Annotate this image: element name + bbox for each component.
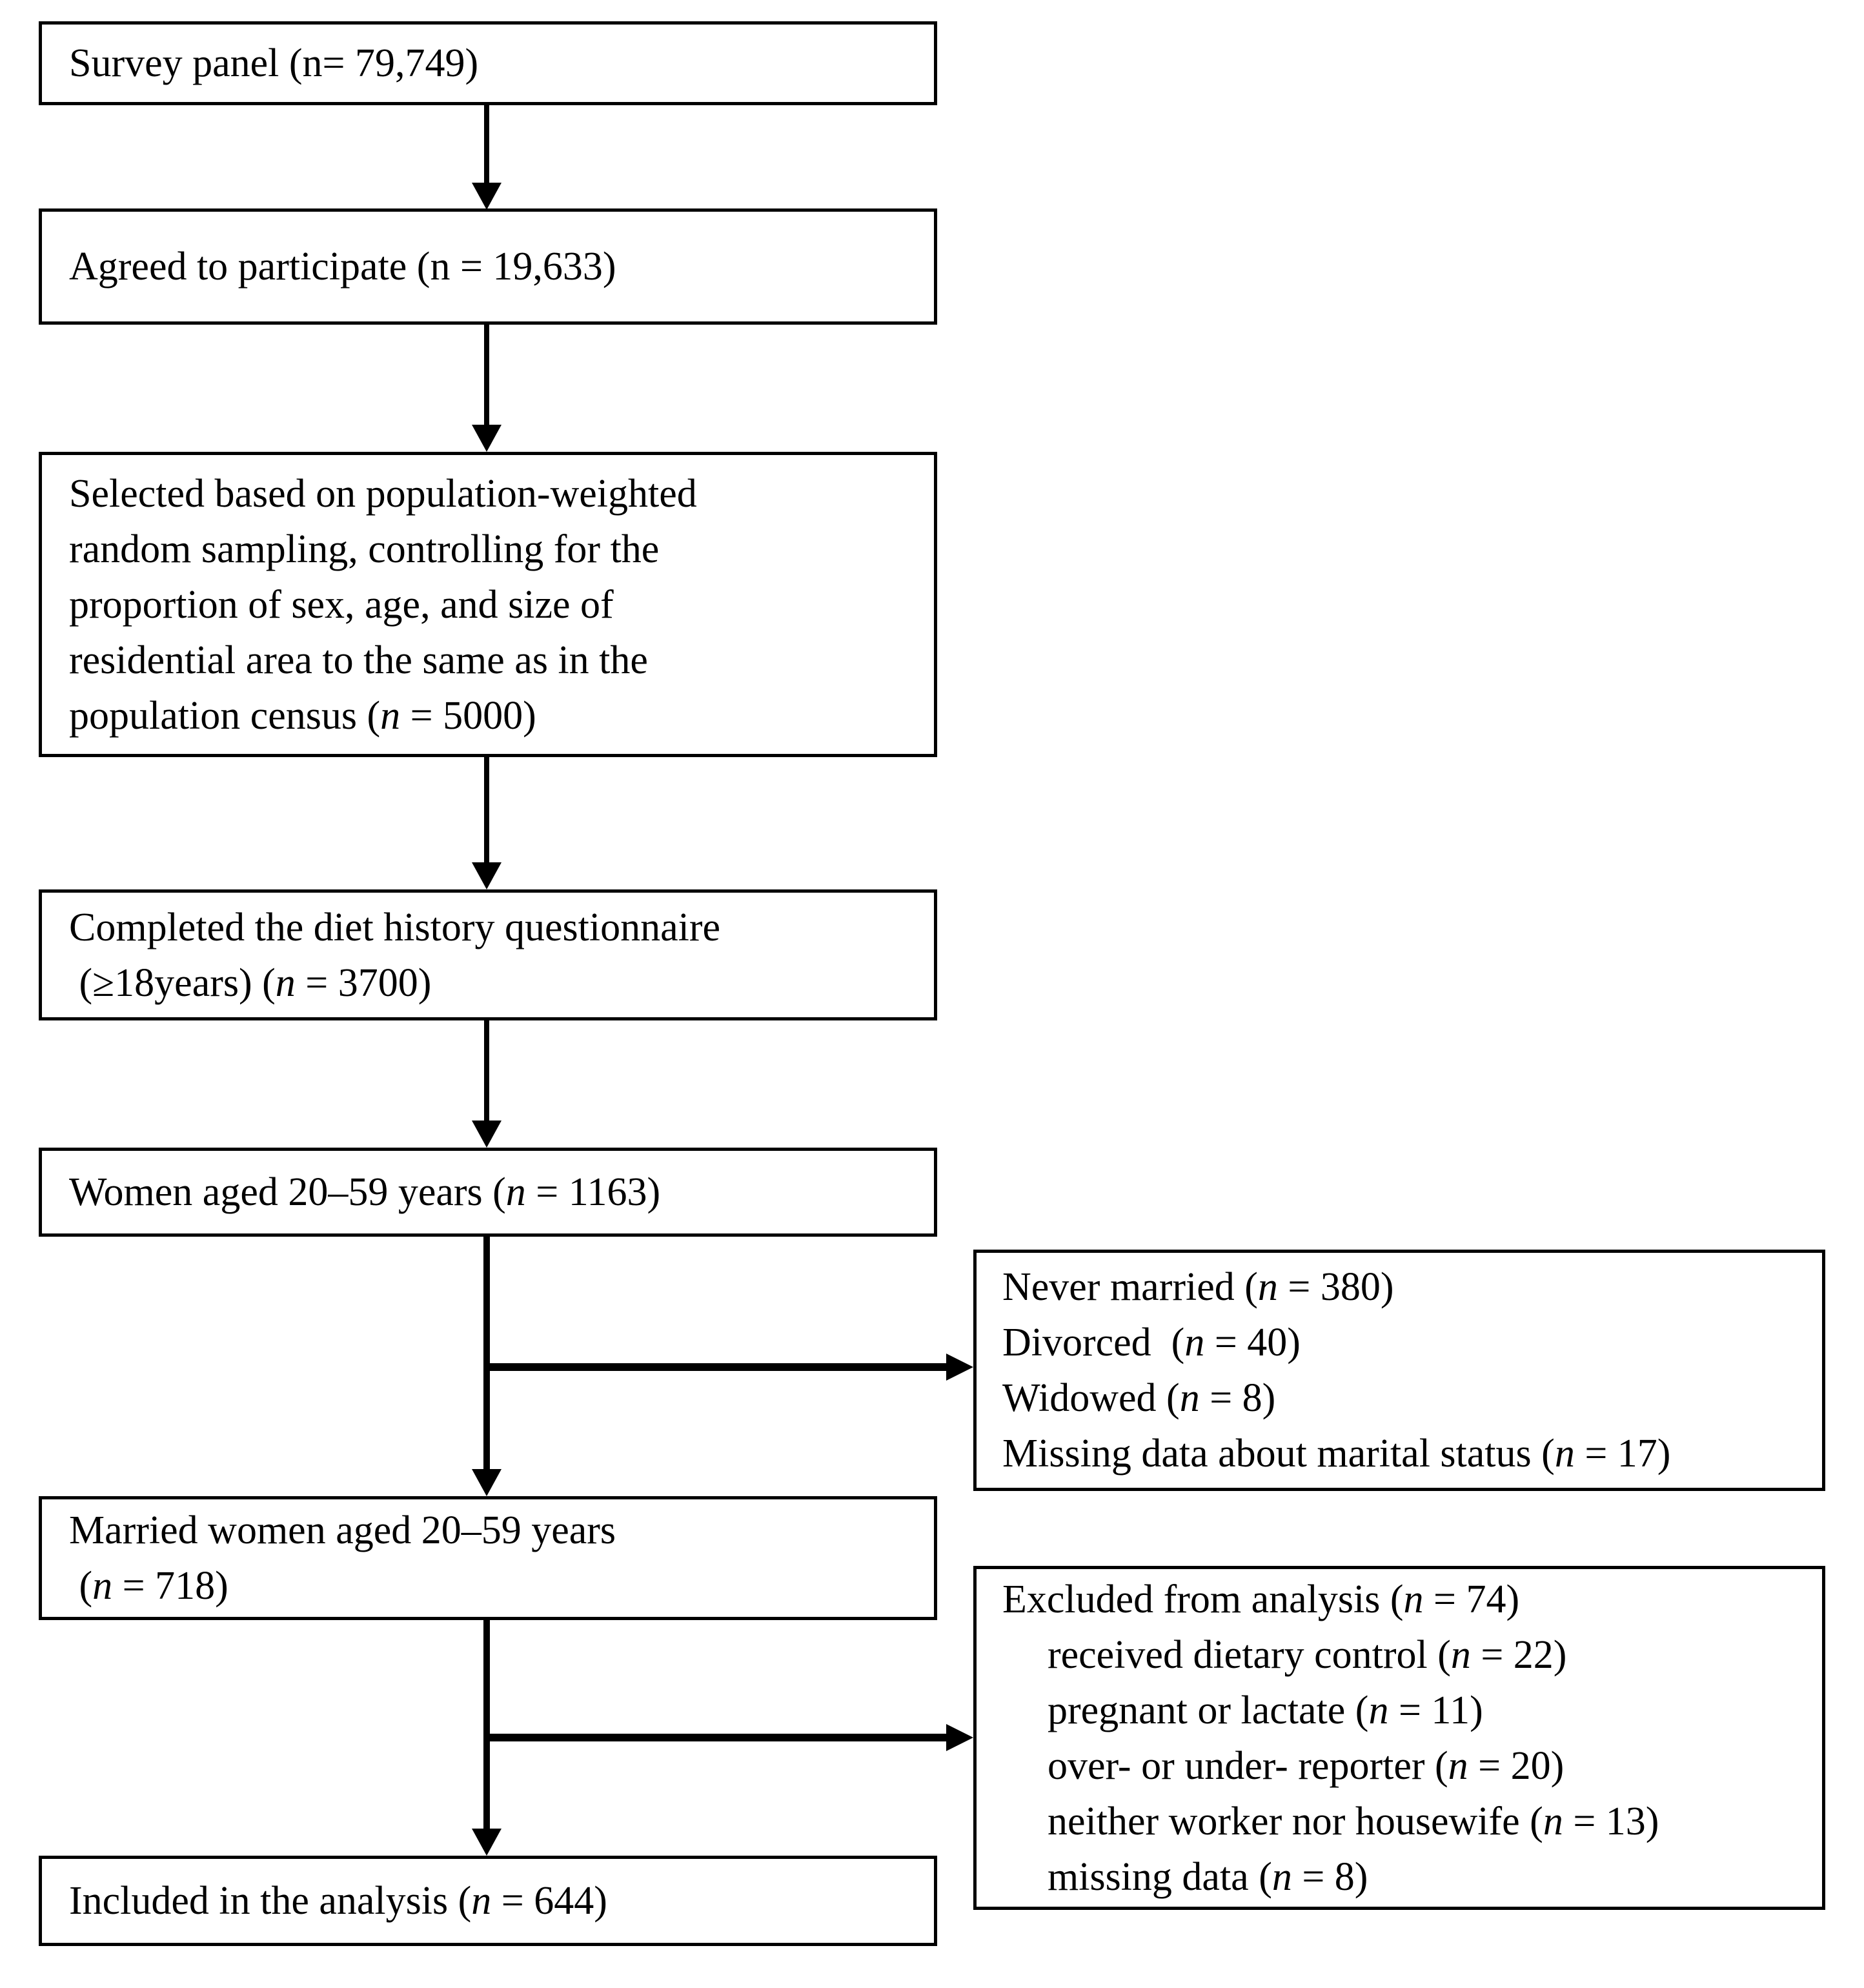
flow-box-selected-random-sampling: Selected based on population-weighted ra… bbox=[39, 452, 937, 757]
completed-text-line-2: (≥18years) (n = 3700) bbox=[69, 960, 432, 1005]
selected-text-line-5: population census (n = 5000) bbox=[69, 693, 536, 738]
arrow-right-icon bbox=[946, 1354, 973, 1381]
women-text: Women aged 20–59 years (n = 1163) bbox=[69, 1170, 661, 1214]
arrow-down-icon bbox=[472, 1469, 501, 1496]
analysis-excl-line-4: over- or under- reporter (n = 20) bbox=[1048, 1743, 1565, 1788]
selected-text-line-3: proportion of sex, age, and size of bbox=[69, 582, 614, 627]
flow-box-completed-questionnaire: Completed the diet history questionnaire… bbox=[39, 889, 937, 1020]
marital-excl-line-4: Missing data about marital status (n = 1… bbox=[1002, 1432, 1671, 1476]
marital-excl-line-2: Divorced (n = 40) bbox=[1002, 1321, 1301, 1364]
arrow-down-icon bbox=[472, 1121, 501, 1148]
arrow-survey-to-agreed-shaft bbox=[484, 105, 489, 184]
married-text-line-1: Married women aged 20–59 years bbox=[69, 1508, 616, 1552]
arrow-completed-to-women-shaft bbox=[484, 1020, 489, 1122]
branch-to-analysis-exclusions-shaft bbox=[487, 1734, 946, 1741]
analysis-excl-line-2: received dietary control (n = 22) bbox=[1048, 1632, 1567, 1677]
flow-box-married-women: Married women aged 20–59 years (n = 718) bbox=[39, 1496, 937, 1620]
flow-box-agreed-to-participate: Agreed to participate (n = 19,633) bbox=[39, 208, 937, 325]
analysis-excl-line-6: missing data (n = 8) bbox=[1048, 1854, 1368, 1899]
agreed-text: Agreed to participate (n = 19,633) bbox=[69, 245, 616, 289]
married-text-line-2: (n = 718) bbox=[69, 1564, 228, 1608]
included-text: Included in the analysis (n = 644) bbox=[69, 1879, 607, 1923]
flow-box-excluded-marital-status: Never married (n = 380) Divorced (n = 40… bbox=[973, 1250, 1825, 1491]
analysis-excl-line-1: Excluded from analysis (n = 74) bbox=[1002, 1577, 1520, 1621]
arrow-agreed-to-selected-shaft bbox=[484, 325, 489, 426]
marital-excl-line-3: Widowed (n = 8) bbox=[1002, 1376, 1276, 1420]
flow-box-women-aged-20-59: Women aged 20–59 years (n = 1163) bbox=[39, 1148, 937, 1237]
selected-text-line-4: residential area to the same as in the bbox=[69, 638, 648, 682]
arrow-down-icon bbox=[472, 183, 501, 210]
selected-text-line-1: Selected based on population-weighted bbox=[69, 471, 697, 516]
arrow-down-icon bbox=[472, 1829, 501, 1856]
selected-text-line-2: random sampling, controlling for the bbox=[69, 527, 660, 571]
flow-box-excluded-from-analysis: Excluded from analysis (n = 74) received… bbox=[973, 1566, 1825, 1910]
completed-text-line-1: Completed the diet history questionnaire bbox=[69, 905, 721, 949]
arrow-down-icon bbox=[472, 425, 501, 452]
flow-box-included-in-analysis: Included in the analysis (n = 644) bbox=[39, 1856, 937, 1946]
arrow-married-to-included-shaft bbox=[483, 1620, 490, 1830]
branch-to-marital-exclusions-shaft bbox=[487, 1363, 946, 1371]
arrow-right-icon bbox=[946, 1724, 973, 1751]
survey-panel-text: Survey panel (n= 79,749) bbox=[69, 41, 479, 85]
flow-box-survey-panel: Survey panel (n= 79,749) bbox=[39, 21, 937, 105]
analysis-excl-line-5: neither worker nor housewife (n = 13) bbox=[1048, 1799, 1659, 1843]
analysis-excl-line-3: pregnant or lactate (n = 11) bbox=[1048, 1688, 1483, 1732]
arrow-down-icon bbox=[472, 862, 501, 889]
arrow-women-to-married-shaft bbox=[483, 1237, 490, 1470]
marital-excl-line-1: Never married (n = 380) bbox=[1002, 1265, 1394, 1309]
arrow-selected-to-completed-shaft bbox=[484, 757, 489, 864]
